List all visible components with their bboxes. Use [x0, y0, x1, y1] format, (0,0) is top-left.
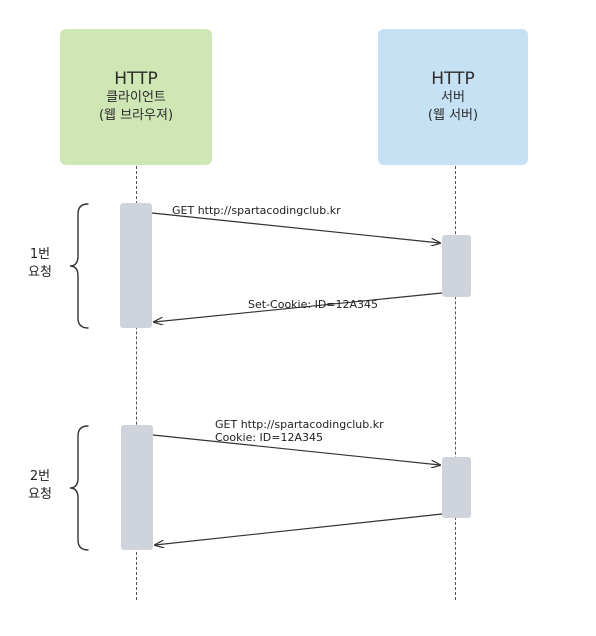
group-brace-1	[69, 203, 89, 329]
group-label-2-line1: 2번	[29, 469, 51, 484]
server-actor-box: HTTP 서버 (웹 서버)	[378, 29, 528, 165]
response-arrow-2	[155, 513, 443, 545]
group-brace-2	[69, 425, 89, 551]
request-arrow-2	[152, 434, 440, 465]
request-label-2-line2: Cookie: ID=12A345	[215, 431, 323, 444]
request-label-1: GET http://spartacodingclub.kr	[172, 204, 341, 217]
request-label-2-line1: GET http://spartacodingclub.kr	[215, 418, 384, 431]
group-label-2-line2: 요청	[28, 487, 52, 502]
response-label-1: Set-Cookie: ID=12A345	[248, 298, 379, 311]
client-activation-2	[121, 425, 153, 550]
server-detail: (웹 서버)	[427, 108, 479, 123]
group-label-2: 2번 요청	[28, 468, 52, 504]
server-name: 서버	[441, 90, 465, 105]
client-name: 클라이언트	[106, 90, 166, 105]
server-title: HTTP	[431, 69, 475, 89]
client-lifeline	[136, 166, 137, 600]
server-activation-1	[442, 235, 471, 297]
server-activation-2	[442, 457, 471, 518]
group-label-1-line1: 1번	[29, 247, 51, 262]
client-actor-box: HTTP 클라이언트 (웹 브라우져)	[60, 29, 212, 165]
group-label-1-line2: 요청	[28, 265, 52, 280]
server-lifeline	[455, 166, 456, 600]
client-title: HTTP	[114, 69, 158, 89]
group-label-1: 1번 요청	[28, 246, 52, 282]
client-activation-1	[120, 203, 152, 328]
response-arrow-1	[154, 292, 443, 322]
client-detail: (웹 브라우져)	[98, 108, 174, 123]
request-arrow-1	[151, 212, 440, 243]
